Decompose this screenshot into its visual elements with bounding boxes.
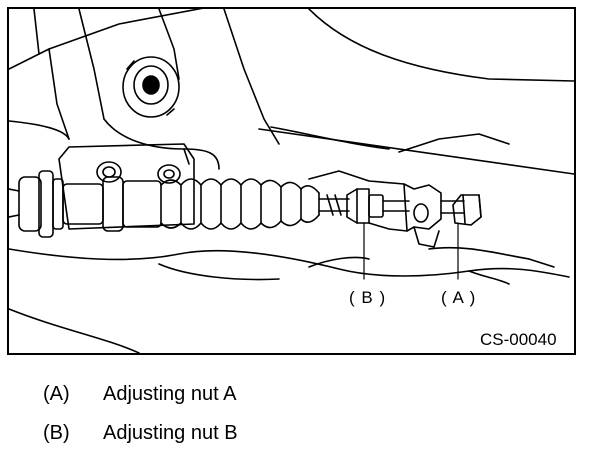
cable-end-fitting <box>9 170 162 238</box>
legend-key-a: (A) <box>43 383 70 405</box>
figure-frame: ( B ) ( A ) CS-00040 <box>7 7 576 355</box>
legend-label-a: Adjusting nut A <box>103 383 237 405</box>
linkage-clevis <box>308 170 465 248</box>
callout-leaders <box>363 222 459 280</box>
cable-rod <box>318 194 350 216</box>
transmission-housing <box>9 9 574 175</box>
legend-item-a: (A) Adjusting nut A <box>43 383 236 406</box>
callout-label-a: ( A ) <box>441 288 477 307</box>
housing-bolt <box>122 56 180 118</box>
legend-key-b: (B) <box>43 422 70 444</box>
adjusting-nut-b <box>346 188 410 224</box>
cable-bracket <box>58 143 195 230</box>
legend-item-b: (B) Adjusting nut B <box>43 422 238 445</box>
callout-label-b: ( B ) <box>349 288 387 307</box>
adjusting-nut-a <box>452 194 482 226</box>
shift-cable-illustration <box>9 9 574 353</box>
lower-structure <box>9 246 570 353</box>
legend-label-b: Adjusting nut B <box>103 422 238 444</box>
figure-code: CS-00040 <box>480 330 557 349</box>
rubber-boot <box>160 178 320 230</box>
